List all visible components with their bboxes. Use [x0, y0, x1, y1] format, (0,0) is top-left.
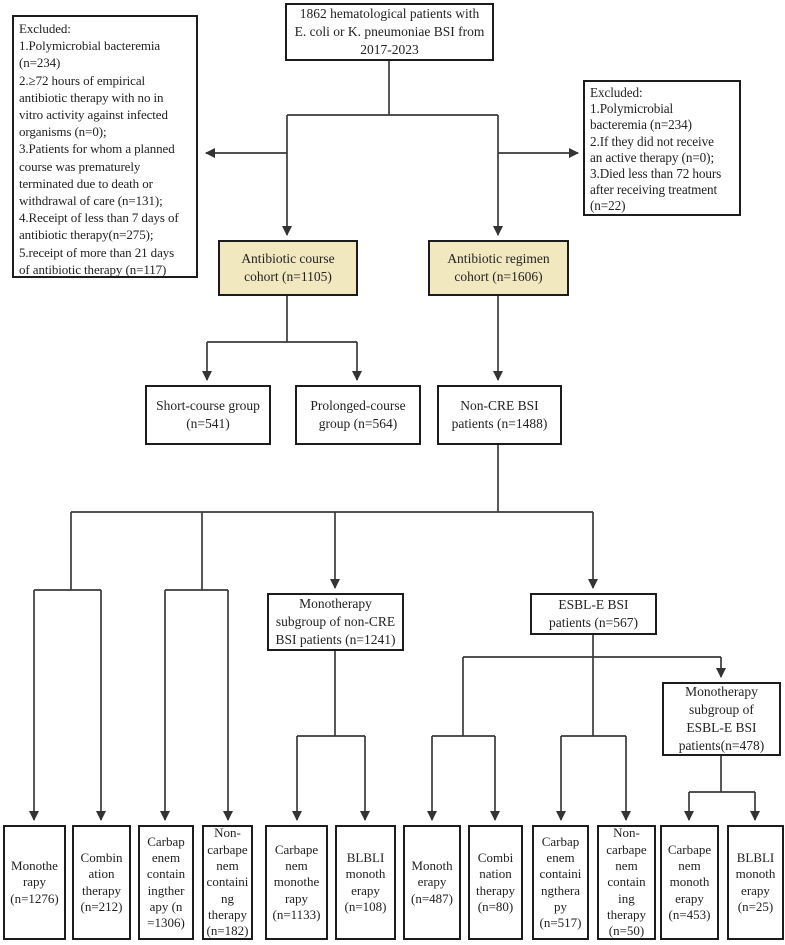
leaf-combination-therapy-212: Combin ation therapy (n=212) [72, 825, 131, 940]
connector-lines [34, 61, 755, 793]
node-total-patients: 1862 hematological patients with E. coli… [285, 3, 494, 61]
node-monotherapy-subgroup-non-cre: Monotherapy subgroup of non-CRE BSI pati… [267, 593, 404, 651]
node-antibiotic-regimen-cohort: Antibiotic regimen cohort (n=1606) [428, 240, 569, 296]
node-antibiotic-course-cohort: Antibiotic course cohort (n=1105) [218, 240, 358, 296]
leaf-blbli-monotherapy-108: BLBLI monoth erapy (n=108) [335, 825, 396, 940]
leaf-non-carbapenem-182: Non- carbape nem containi ng therapy (n=… [202, 825, 253, 940]
node-short-course-group: Short-course group (n=541) [145, 385, 271, 445]
leaf-carbapenem-containing-1306: Carbap enem contain ingther apy (n =1306… [138, 825, 194, 940]
leaf-monotherapy-1276: Monothe rapy (n=1276) [3, 825, 66, 940]
leaf-non-carbapenem-50: Non- carbape nem contain ing therapy (n=… [597, 825, 656, 940]
node-excluded-course-cohort: Excluded: 1.Polymicrobial bacteremia (n=… [12, 15, 198, 278]
node-monotherapy-subgroup-esbl: Monotherapy subgroup of ESBL-E BSI patie… [662, 682, 781, 756]
leaf-monotherapy-487: Monoth erapy (n=487) [403, 825, 461, 940]
node-non-cre-bsi-patients: Non-CRE BSI patients (n=1488) [437, 385, 562, 445]
leaf-carbapenem-monotherapy-1133: Carbape nem monothe rapy (n=1133) [265, 825, 328, 940]
connector-arrows [28, 115, 761, 822]
leaf-carbapenem-monotherapy-453: Carbape nem monoth erapy (n=453) [660, 825, 719, 940]
leaf-blbli-monotherapy-25: BLBLI monoth erapy (n=25) [727, 825, 784, 940]
node-prolonged-course-group: Prolonged-course group (n=564) [295, 385, 421, 445]
leaf-combination-therapy-80: Combi nation therapy (n=80) [468, 825, 523, 940]
node-excluded-regimen-cohort: Excluded: 1.Polymicrobial bacteremia (n=… [583, 80, 741, 216]
node-esbl-e-bsi-patients: ESBL-E BSI patients (n=567) [530, 593, 657, 635]
leaf-carbapenem-containing-517: Carbap enem containi ngthera py (n=517) [532, 825, 589, 940]
